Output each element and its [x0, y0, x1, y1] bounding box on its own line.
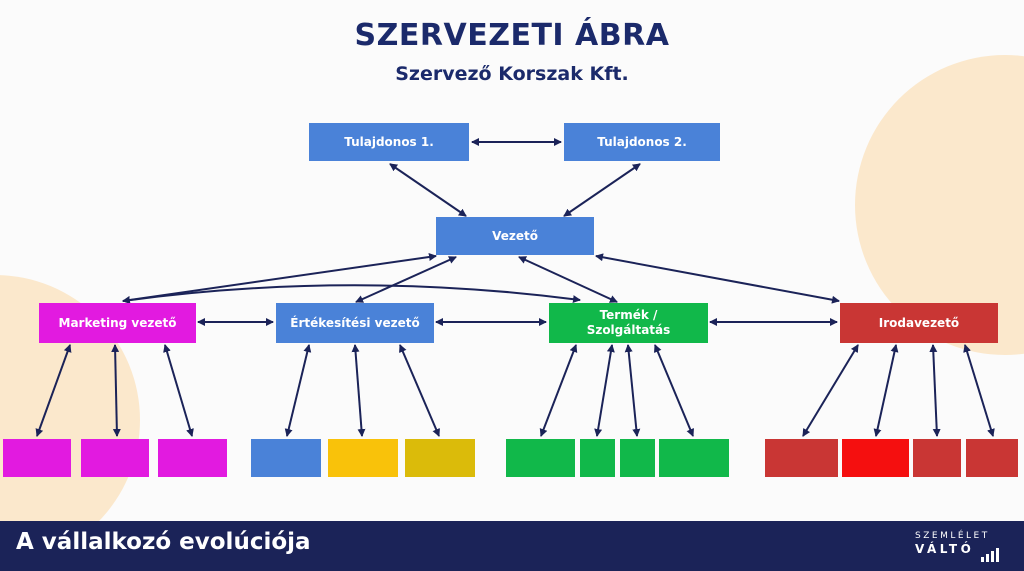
owner1-label: Tulajdonos 1. [344, 134, 434, 149]
marketing-label: Marketing vezető [58, 315, 177, 330]
marketing-child-1-arrow [35, 344, 72, 437]
office-child-2 [842, 439, 909, 477]
page-subtitle: Szervező Korszak Kft. [395, 63, 629, 85]
office-label: Irodavezető [878, 315, 960, 330]
sales-label: Értékesítési vezető [290, 315, 420, 330]
owner2-node: Tulajdonos 2. [564, 123, 720, 161]
logo-line1: SZEMLÉLET [915, 531, 990, 541]
brand-logo: SZEMLÉLET VÁLTÓ [915, 531, 1010, 562]
office-child-4-arrow [963, 344, 995, 437]
marketing-child-2-arrow [111, 344, 121, 437]
manager-node: Vezető [436, 217, 594, 255]
sales-child-1 [251, 439, 321, 477]
owner1-manager-arrow [389, 163, 467, 217]
owner2-label: Tulajdonos 2. [597, 134, 687, 149]
office-child-1 [765, 439, 838, 477]
sales-child-3-arrow [399, 344, 440, 437]
product-child-2-arrow [594, 344, 615, 437]
marketing-child-3-arrow [163, 344, 194, 437]
marketing-node: Marketing vezető [39, 303, 196, 343]
product-child-4-arrow [654, 344, 694, 437]
sales-child-2-arrow [351, 344, 366, 437]
manager-sales-arrow [355, 256, 457, 303]
manager-label: Vezető [492, 228, 538, 243]
product-child-3-arrow [624, 344, 641, 437]
office-child-3-arrow [929, 344, 941, 437]
office-node: Irodavezető [840, 303, 998, 343]
owner2-manager-arrow [563, 163, 641, 217]
product-child-1-arrow [539, 344, 578, 437]
office-child-3 [913, 439, 961, 477]
marketing-child-1 [3, 439, 71, 477]
marketing-child-2 [81, 439, 149, 477]
footer-title: A vállalkozó evolúciója [16, 529, 311, 555]
bar-chart-icon [981, 548, 999, 562]
product-child-4 [659, 439, 729, 477]
product-label-line2: Szolgáltatás [586, 323, 671, 337]
logo-line2: VÁLTÓ [915, 542, 975, 556]
manager-office-arrow [595, 253, 840, 304]
sales-child-1-arrow [284, 344, 312, 437]
marketing-product-curved-arrow [122, 284, 581, 305]
footer-bar: A vállalkozó evolúciója SZEMLÉLET VÁLTÓ [0, 521, 1024, 571]
product-child-3 [620, 439, 655, 477]
sales-child-2 [328, 439, 398, 477]
product-child-2 [580, 439, 615, 477]
page-title: SZERVEZETI ÁBRA [354, 18, 670, 53]
sales-node: Értékesítési vezető [276, 303, 434, 343]
owner1-node: Tulajdonos 1. [309, 123, 469, 161]
product-label-line1: Termék / [599, 308, 658, 322]
product-child-1 [506, 439, 575, 477]
office-child-4 [966, 439, 1018, 477]
product-node: Termék / Szolgáltatás [549, 303, 708, 343]
sales-child-3 [405, 439, 475, 477]
office-child-2-arrow [873, 344, 899, 437]
office-child-1-arrow [802, 344, 859, 437]
marketing-child-3 [158, 439, 227, 477]
